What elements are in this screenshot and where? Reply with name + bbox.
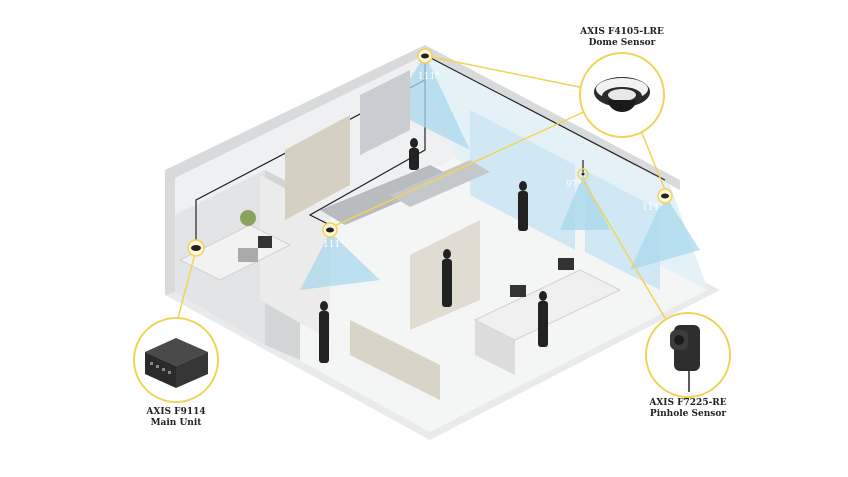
office-desk <box>178 210 292 281</box>
fov-angle-label: 111° <box>642 203 664 213</box>
pinhole-sensor-icon <box>670 325 700 392</box>
main-unit-label: AXIS F9114 Main Unit <box>131 407 221 429</box>
main-unit-model: AXIS F9114 <box>146 407 206 417</box>
main-unit-callout <box>133 317 219 403</box>
pinhole-sensor-callout <box>645 312 731 398</box>
fov-angle-label: 111° <box>418 72 440 82</box>
sensor-markers <box>187 48 673 257</box>
shoppers <box>319 138 548 363</box>
dome-sensor-type: Dome Sensor <box>588 38 656 48</box>
wall-right <box>425 45 708 290</box>
fov-angle-label: 97° <box>566 180 582 190</box>
main-unit-icon <box>145 338 208 388</box>
callout-lines <box>177 56 666 319</box>
dome-sensor-callout <box>579 52 665 138</box>
dome-sensor-label: AXIS F4105-LRE Dome Sensor <box>577 27 667 49</box>
dome-camera-icon <box>594 77 650 112</box>
pinhole-sensor-type: Pinhole Sensor <box>649 409 727 419</box>
dome-sensor-model: AXIS F4105-LRE <box>580 27 664 37</box>
main-unit-type: Main Unit <box>150 418 202 428</box>
pinhole-sensor-label: AXIS F7225-RE Pinhole Sensor <box>638 398 738 420</box>
fov-angle-label: 111° <box>323 240 345 250</box>
pinhole-sensor-model: AXIS F7225-RE <box>649 398 727 408</box>
clothing-racks <box>285 70 490 400</box>
